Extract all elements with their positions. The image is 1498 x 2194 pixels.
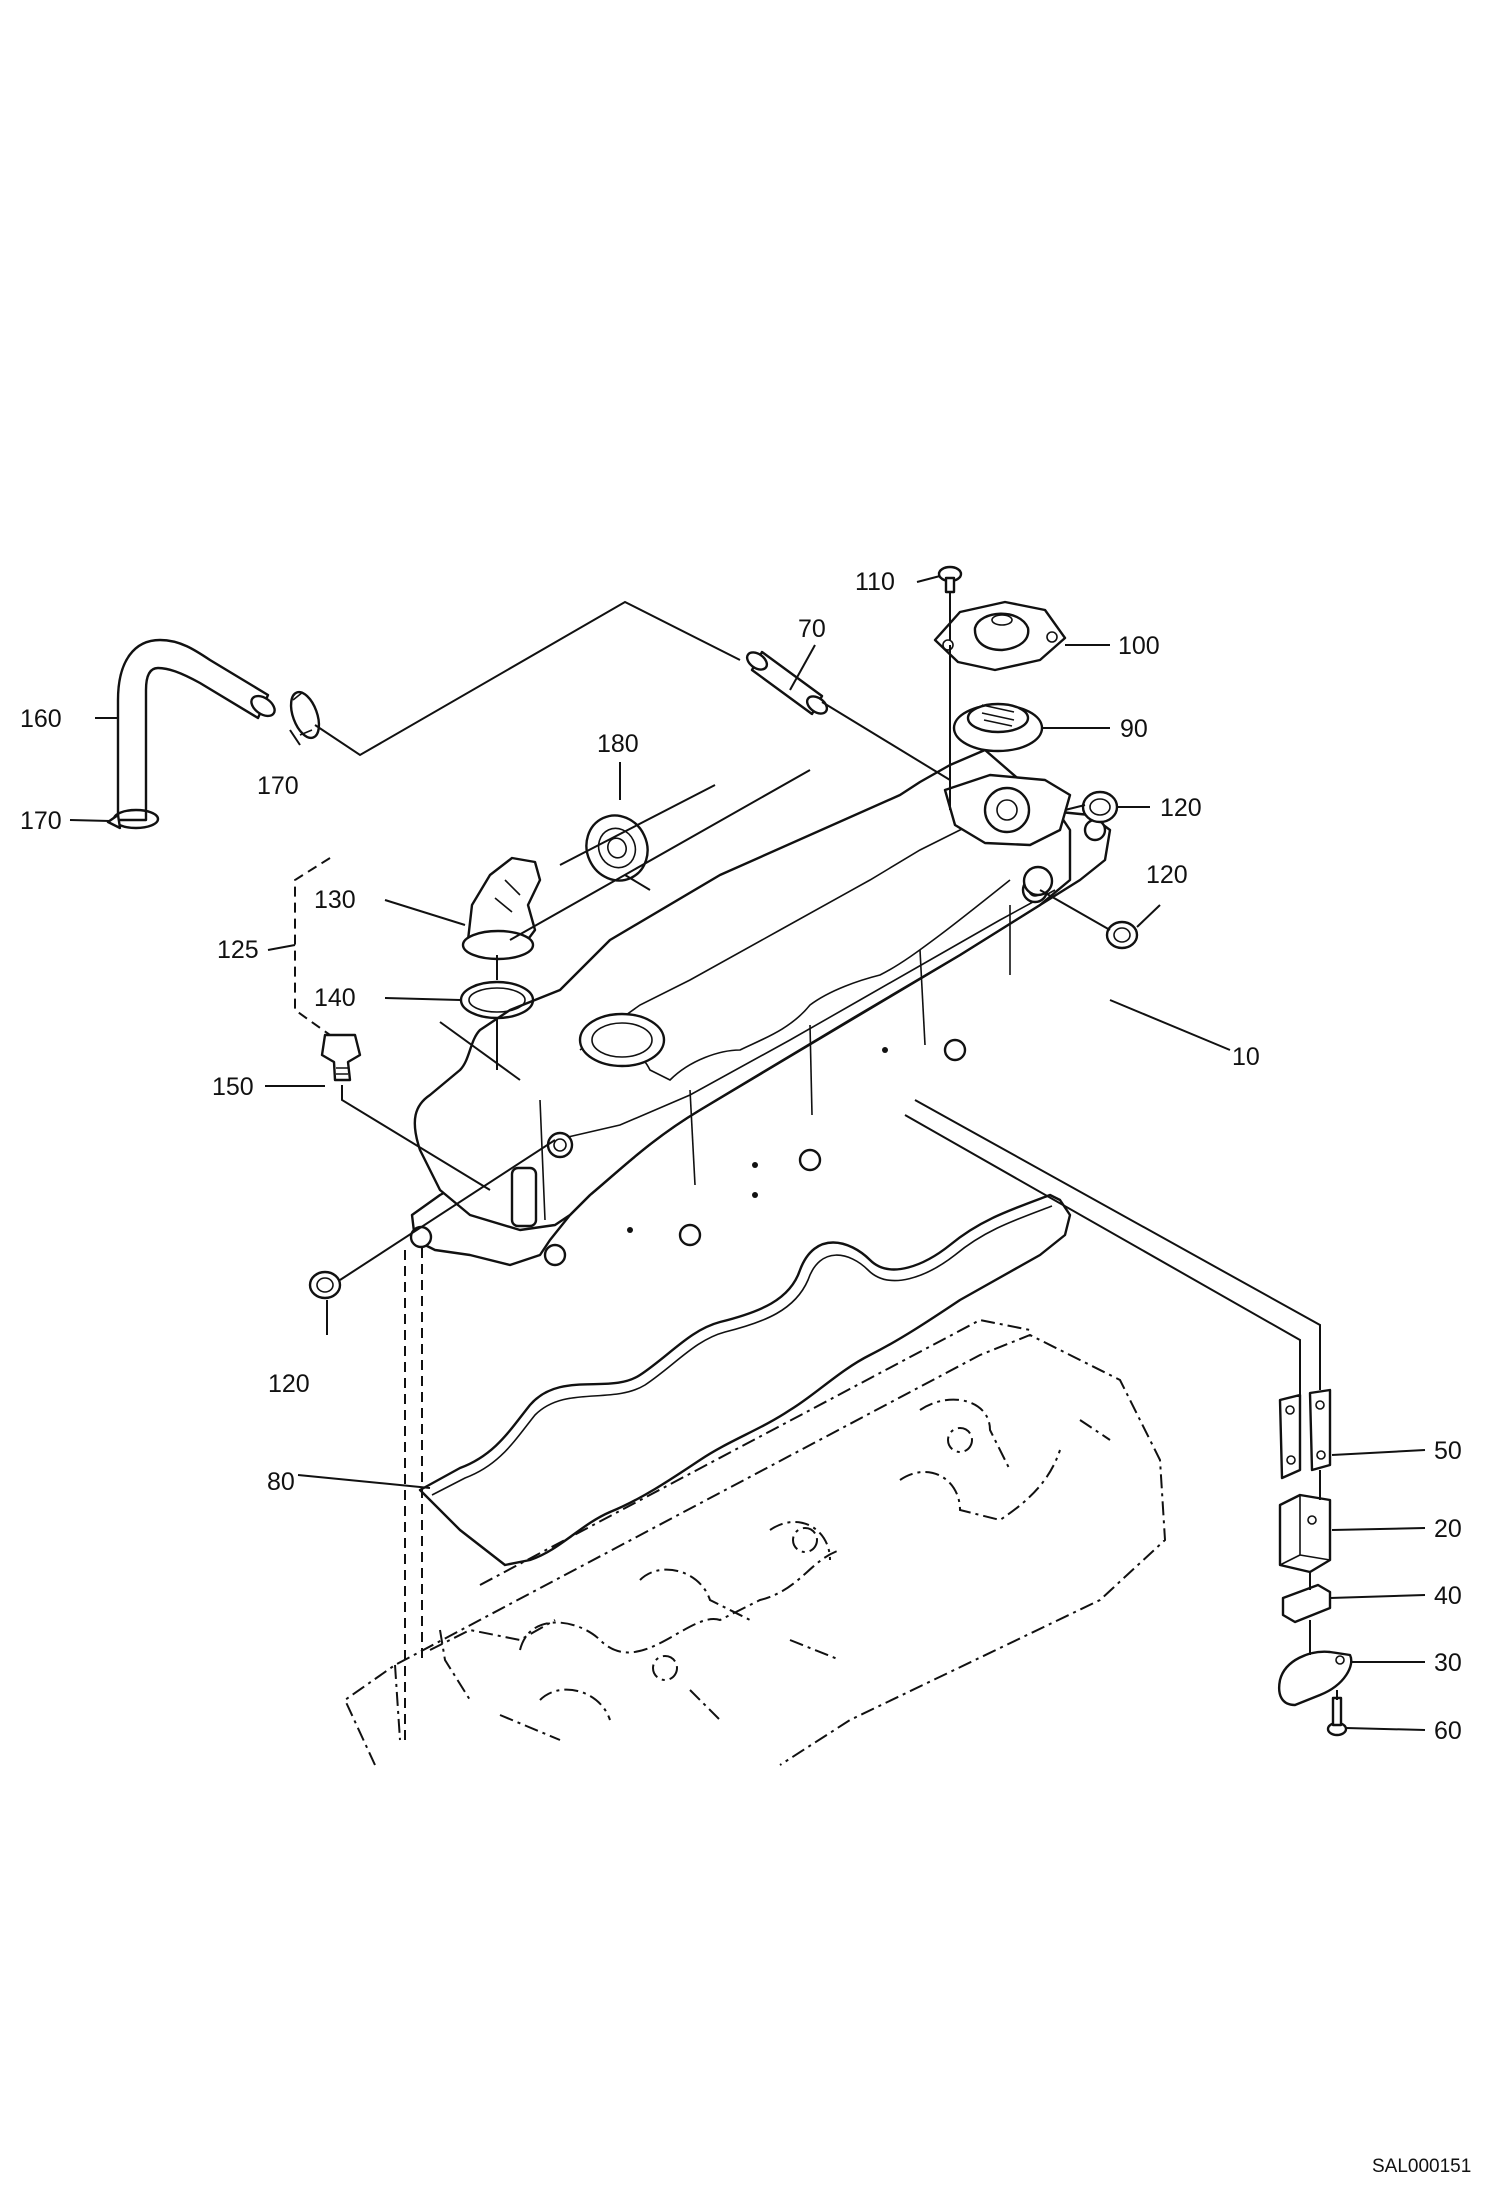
oil-filler-cap bbox=[461, 856, 542, 961]
guide-lines bbox=[294, 592, 1338, 1740]
leader-lines bbox=[69, 575, 1426, 1731]
breather-pipe bbox=[745, 650, 829, 716]
screw-60 bbox=[1326, 1696, 1348, 1737]
label-60: 60 bbox=[1434, 1717, 1462, 1745]
cover-30 bbox=[1278, 1650, 1353, 1707]
breather-valve bbox=[952, 702, 1044, 753]
label-100: 100 bbox=[1118, 632, 1160, 660]
hose-clamp-upper bbox=[289, 690, 321, 740]
label-20: 20 bbox=[1434, 1515, 1462, 1543]
label-10: 10 bbox=[1232, 1043, 1260, 1071]
bracket-50 bbox=[1278, 1388, 1332, 1480]
label-170-upper: 170 bbox=[257, 772, 299, 800]
label-70: 70 bbox=[798, 615, 826, 643]
o-ring bbox=[459, 980, 535, 1020]
label-30: 30 bbox=[1434, 1649, 1462, 1677]
rocker-cover-gasket bbox=[418, 1193, 1072, 1567]
label-110: 110 bbox=[855, 568, 895, 596]
plug-120-right-upper bbox=[1081, 790, 1119, 824]
label-140: 140 bbox=[314, 984, 356, 1012]
label-170-lower: 170 bbox=[20, 807, 62, 835]
plate-40 bbox=[1281, 1583, 1332, 1624]
screw-110 bbox=[937, 565, 963, 594]
label-160: 160 bbox=[20, 705, 62, 733]
plug-120-right-lower bbox=[1105, 920, 1139, 950]
label-40: 40 bbox=[1434, 1582, 1462, 1610]
hose-clamp-lower bbox=[106, 808, 160, 830]
breather-cover bbox=[933, 600, 1067, 672]
block-20 bbox=[1278, 1493, 1332, 1574]
label-50: 50 bbox=[1434, 1437, 1462, 1465]
label-120-c: 120 bbox=[268, 1370, 310, 1398]
drawing-code: SAL000151 bbox=[1372, 2156, 1471, 2177]
label-120-b: 120 bbox=[1146, 861, 1188, 889]
label-130: 130 bbox=[314, 886, 356, 914]
bearing bbox=[585, 814, 649, 882]
label-150: 150 bbox=[212, 1073, 254, 1101]
label-120-a: 120 bbox=[1160, 794, 1202, 822]
label-125: 125 bbox=[217, 936, 259, 964]
label-180: 180 bbox=[597, 730, 639, 758]
cylinder-head-outline bbox=[343, 1318, 1167, 1766]
breather-hose bbox=[116, 638, 276, 822]
plug-120-left bbox=[308, 1270, 342, 1300]
label-80: 80 bbox=[267, 1468, 295, 1496]
bolt-150 bbox=[320, 1033, 362, 1082]
rocker-cover bbox=[409, 748, 1112, 1267]
label-90: 90 bbox=[1120, 715, 1148, 743]
